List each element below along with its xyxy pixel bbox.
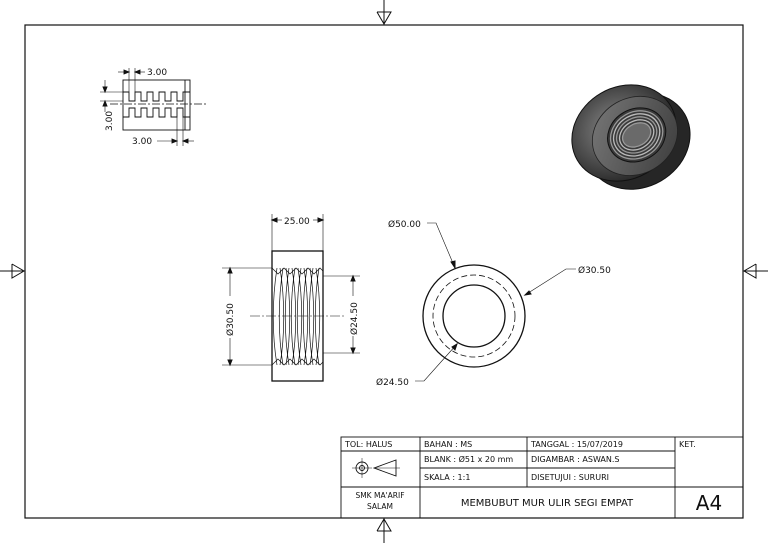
tb-paper-size: A4 <box>696 491 722 515</box>
tb-school-line2: SALAM <box>367 502 393 511</box>
projection-symbol-icon <box>352 458 400 478</box>
isometric-nut-view <box>571 84 691 190</box>
front-view <box>415 222 576 382</box>
tb-school-line1: SMK MA'ARIF <box>355 491 404 500</box>
centering-mark-left <box>0 263 25 279</box>
dim-thread-pitch-top: 3.00 <box>147 68 167 78</box>
tb-drawing-title: MEMBUBUT MUR ULIR SEGI EMPAT <box>461 498 634 509</box>
dim-thread-major-dia: Ø30.50 <box>578 265 611 276</box>
dim-thread-pitch-bottom: 3.00 <box>132 137 152 147</box>
tb-drawn-by: DIGAMBAR : ASWAN.S <box>531 455 620 464</box>
centering-mark-bottom <box>376 518 392 543</box>
tb-material: BAHAN : MS <box>424 440 472 449</box>
tb-tolerance: TOL: HALUS <box>344 440 392 449</box>
tb-approved-by: DISETUJUI : SURURI <box>531 473 609 482</box>
dim-outer-thread-dia-side: Ø30.50 <box>225 303 236 336</box>
tb-notes-header: KET. <box>679 440 696 449</box>
side-section-view <box>222 214 360 382</box>
dim-inner-thread-dia-side: Ø24.50 <box>349 302 360 335</box>
dim-thread-minor-dia: Ø24.50 <box>376 377 409 388</box>
tb-date: TANGGAL : 15/07/2019 <box>530 440 623 449</box>
centering-mark-right <box>743 263 768 279</box>
centering-mark-top <box>376 0 392 25</box>
tb-scale: SKALA : 1:1 <box>424 473 470 482</box>
dim-thread-height-side: 3.00 <box>105 111 115 131</box>
title-block <box>340 436 744 519</box>
dim-outer-dia: Ø50.00 <box>388 219 421 230</box>
thread-profile-detail <box>100 68 208 146</box>
tb-blank: BLANK : Ø51 x 20 mm <box>424 454 513 464</box>
dim-length: 25.00 <box>284 217 310 227</box>
